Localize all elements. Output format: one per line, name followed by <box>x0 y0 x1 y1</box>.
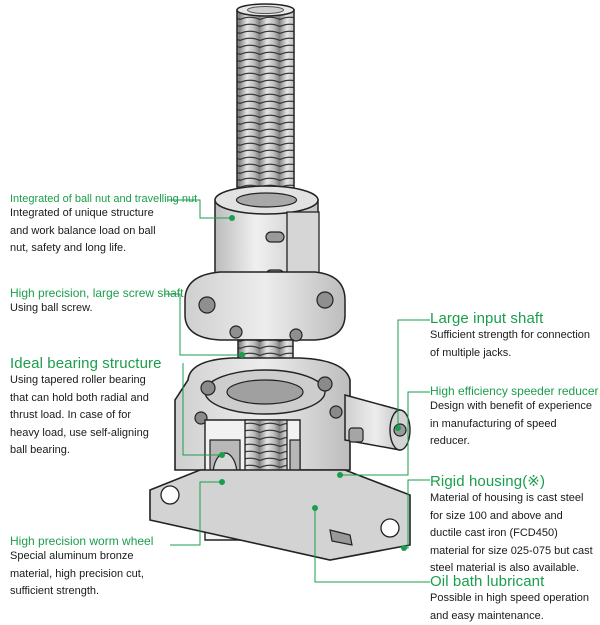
input-shaft <box>345 395 410 450</box>
desc-line: Special aluminum bronze <box>10 548 175 566</box>
callout-reducer-title: High efficiency speeder reducer <box>430 384 595 398</box>
desc-line: and easy maintenance. <box>430 608 595 625</box>
desc-line: sufficient strength. <box>10 583 175 601</box>
desc-line: for size 100 and above and <box>430 508 595 526</box>
desc-line: Using tapered roller bearing <box>10 372 188 390</box>
desc-line: Possible in high speed operation <box>430 590 595 608</box>
callout-bearing-desc: Using tapered roller bearing that can ho… <box>10 372 188 460</box>
desc-line: Integrated of unique structure <box>10 205 200 223</box>
desc-line: ball bearing. <box>10 442 188 460</box>
desc-line: of multiple jacks. <box>430 345 595 363</box>
desc-line: material, high precision cut, <box>10 566 175 584</box>
callout-oil-bath-title: Oil bath lubricant <box>430 573 595 590</box>
desc-line: thrust load. In case of for <box>10 407 188 425</box>
desc-line: that can hold both radial and <box>10 390 188 408</box>
callout-screw-shaft: High precision, large screw shaft Using … <box>10 286 180 318</box>
callout-ball-nut-desc: Integrated of unique structure and work … <box>10 205 200 258</box>
callout-reducer-desc: Design with benefit of experience in man… <box>430 398 595 451</box>
screw-shaft-upper <box>237 4 294 190</box>
callout-bearing-title: Ideal bearing structure <box>10 355 188 372</box>
callout-oil-bath: Oil bath lubricant Possible in high spee… <box>430 573 595 625</box>
desc-line: heavy load, use self-aligning <box>10 425 188 443</box>
callout-bearing: Ideal bearing structure Using tapered ro… <box>10 355 188 460</box>
base-plate <box>150 470 410 560</box>
desc-line: Design with benefit of experience <box>430 398 595 416</box>
callout-input-shaft-title: Large input shaft <box>430 310 595 327</box>
callout-oil-bath-desc: Possible in high speed operation and eas… <box>430 590 595 625</box>
callout-input-shaft: Large input shaft Sufficient strength fo… <box>430 310 595 362</box>
callout-worm-wheel-title: High precision worm wheel <box>10 534 175 548</box>
desc-line: in manufacturing of speed <box>430 416 595 434</box>
callout-screw-shaft-title: High precision, large screw shaft <box>10 286 180 300</box>
callout-worm-wheel-desc: Special aluminum bronze material, high p… <box>10 548 175 601</box>
callout-ball-nut-title: Integrated of ball nut and travelling nu… <box>10 193 200 205</box>
callout-housing-desc: Material of housing is cast steel for si… <box>430 490 595 578</box>
callout-screw-shaft-desc: Using ball screw. <box>10 300 180 318</box>
callout-housing: Rigid housing(※) Material of housing is … <box>430 472 595 578</box>
desc-line: reducer. <box>430 433 595 451</box>
desc-line: Sufficient strength for connection <box>430 327 595 345</box>
callout-input-shaft-desc: Sufficient strength for connection of mu… <box>430 327 595 362</box>
desc-line: and work balance load on ball <box>10 223 200 241</box>
callout-worm-wheel: High precision worm wheel Special alumin… <box>10 534 175 601</box>
callout-reducer: High efficiency speeder reducer Design w… <box>430 384 595 451</box>
desc-line: nut, safety and long life. <box>10 240 200 258</box>
callout-housing-title: Rigid housing(※) <box>430 472 595 490</box>
desc-line: material for size 025-075 but cast <box>430 543 595 561</box>
desc-line: ductile cast iron (FCD450) <box>430 525 595 543</box>
desc-line: Using ball screw. <box>10 300 180 318</box>
desc-line: Material of housing is cast steel <box>430 490 595 508</box>
nut-flange <box>185 272 345 341</box>
callout-ball-nut: Integrated of ball nut and travelling nu… <box>10 193 200 258</box>
